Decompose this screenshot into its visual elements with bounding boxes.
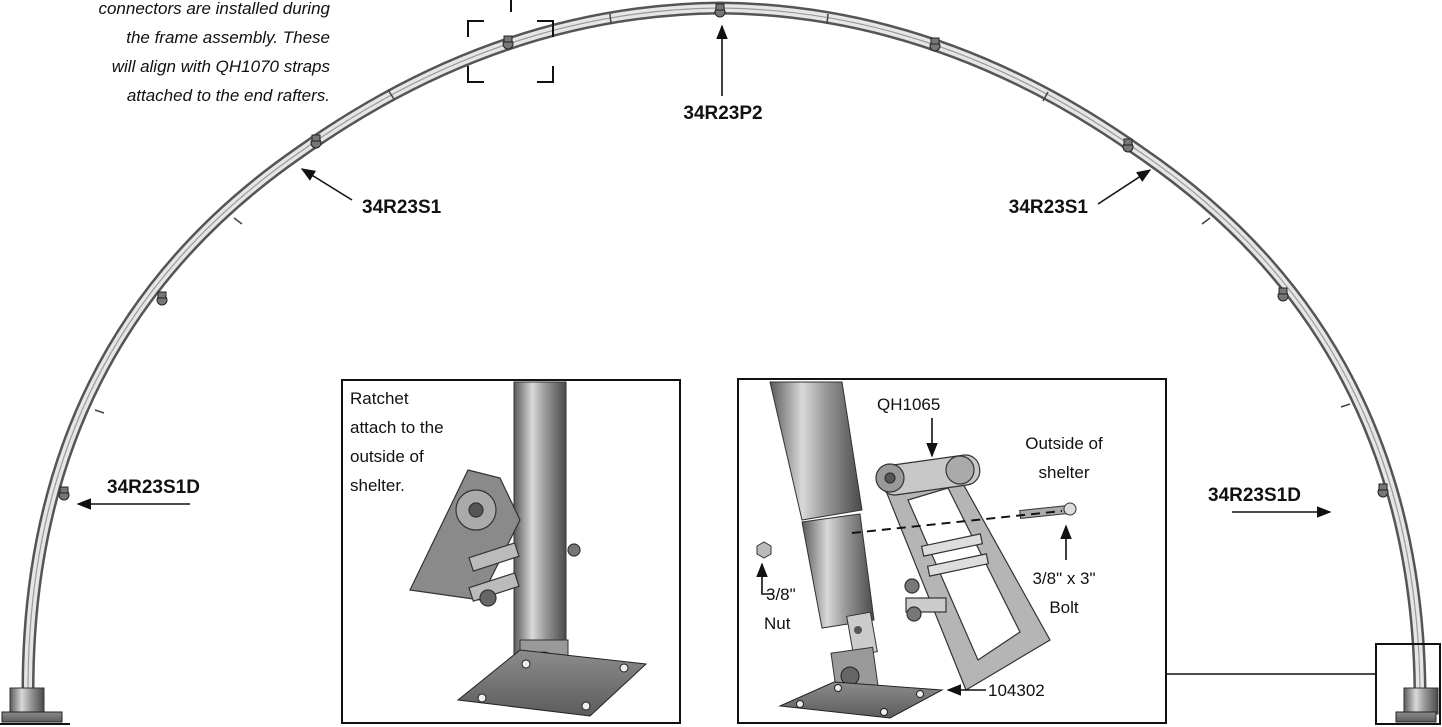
ratchet-caption: attach to the	[350, 418, 444, 437]
note-line: will align with QH1070 straps	[112, 57, 331, 76]
ratchet-caption: Ratchet	[350, 389, 409, 408]
alignment-axis	[851, 510, 1063, 534]
label-34r23s1d-right: 34R23S1D	[1208, 485, 1332, 518]
connector-clip	[502, 35, 514, 50]
nut-label: Nut	[764, 614, 791, 633]
rafter-label-lower-right: 34R23S1D	[1208, 485, 1301, 506]
insert-tube	[801, 513, 875, 629]
connector-clip	[714, 3, 726, 18]
label-34r23s1-left: 34R23S1	[300, 168, 442, 218]
upper-tube	[769, 381, 863, 521]
note-line: attached to the end rafters.	[127, 86, 330, 105]
rafter-label-top: 34R23P2	[683, 103, 762, 124]
nut-3-8	[756, 541, 772, 559]
ratchet-caption: outside of	[350, 447, 424, 466]
ratchet-detail-inset: Ratchet attach to the outside of shelter…	[341, 379, 681, 724]
base-plate	[456, 649, 648, 717]
part-label-qh1065: QH1065	[877, 395, 940, 414]
rafter-label-upper-left: 34R23S1	[362, 197, 442, 218]
right-foot-plate	[1395, 687, 1439, 723]
qh1065-ratchet	[875, 454, 1051, 691]
outside-label: Outside of	[1025, 434, 1103, 453]
detail-callout	[1166, 643, 1441, 725]
base-plate-104302	[778, 681, 944, 719]
connector-clip	[156, 291, 168, 306]
note-line: connectors are installed during	[98, 0, 330, 18]
left-foot-plate	[0, 687, 70, 725]
label-34r23s1-right: 34R23S1	[1009, 169, 1152, 218]
assembly-note: connectors are installed during the fram…	[98, 0, 330, 105]
nut-label: 3/8"	[766, 585, 796, 604]
ratchet-caption: shelter.	[350, 476, 405, 495]
rafter-label-upper-right: 34R23S1	[1009, 197, 1089, 218]
connector-clip	[929, 37, 941, 52]
connector-clip	[310, 134, 322, 149]
vertical-post	[513, 381, 567, 673]
note-line: the frame assembly. These	[126, 28, 330, 47]
connector-clip	[1277, 287, 1289, 302]
label-34r23s1d-left: 34R23S1D	[76, 477, 200, 510]
rafter-seams	[94, 13, 1351, 414]
exploded-detail-inset: QH1065 Outside of shelter 3/8" x 3" Bolt…	[737, 378, 1167, 724]
base-plate-label: 104302	[988, 681, 1045, 700]
bolt-label: 3/8" x 3"	[1032, 569, 1095, 588]
focus-bracket	[467, 0, 554, 83]
purlin-connectors	[58, 3, 1389, 501]
connector-clip	[1122, 138, 1134, 153]
outside-label: shelter	[1038, 463, 1089, 482]
rafter-label-lower-left: 34R23S1D	[107, 477, 200, 498]
connector-clip	[1377, 483, 1389, 498]
bolt-label: Bolt	[1049, 598, 1079, 617]
ratchet-mechanism	[409, 469, 581, 607]
label-34r23p2: 34R23P2	[683, 24, 763, 124]
connector-clip	[58, 486, 70, 501]
